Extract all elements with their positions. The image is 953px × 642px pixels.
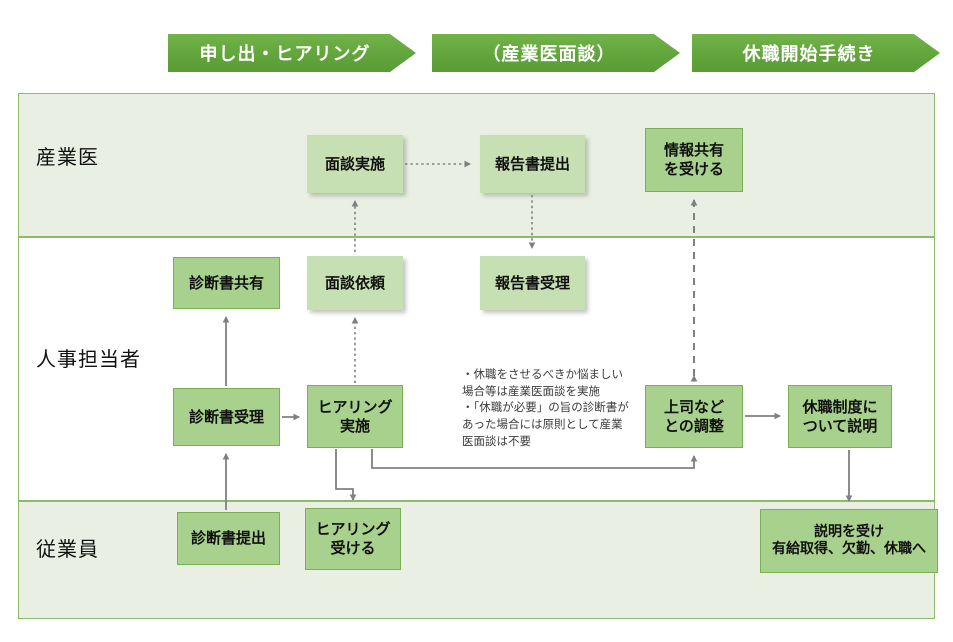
node-hearing-ukeru[interactable]: ヒアリング 受ける (305, 508, 401, 570)
node-houkokusho-teishutsu-label: 報告書提出 (494, 154, 570, 173)
note-sangyoi-mendan: ・休職をさせるべきか悩ましい場合等は産業医面談を実施 ・「休職が必要」の旨の診断… (462, 367, 629, 448)
node-shindansho-teishutsu[interactable]: 診断書提出 (177, 512, 280, 565)
node-houkokusho-teishutsu[interactable]: 報告書提出 (480, 135, 585, 193)
node-houkokusho-juri[interactable]: 報告書受理 (480, 256, 585, 310)
node-kyuushoku-setsumei[interactable]: 休職制度に ついて説明 (788, 385, 892, 448)
node-jouhou-kyouyuu[interactable]: 情報共有 を受ける (645, 128, 743, 192)
phase-2[interactable]: （産業医面談） (432, 34, 680, 72)
node-houkokusho-juri-label: 報告書受理 (494, 273, 570, 292)
node-kyuushoku-setsumei-label: 休職制度に ついて説明 (802, 397, 878, 435)
node-shindansho-juri[interactable]: 診断書受理 (173, 388, 280, 446)
node-joushi-chousei-label: 上司など との調整 (663, 397, 724, 435)
node-jouhou-kyouyuu-label: 情報共有 を受ける (663, 141, 724, 178)
node-setsumei-ukeru-label: 説明を受け 有給取得、欠勤、休職へ (772, 523, 926, 558)
node-mendan-jisshi-label: 面談実施 (324, 154, 385, 173)
node-shindansho-kyouyuu-label: 診断書共有 (188, 273, 264, 292)
lane-jinji-label: 人事担当者 (36, 347, 141, 371)
lane-jugyoin-label: 従業員 (36, 537, 99, 561)
node-shindansho-teishutsu-label: 診断書提出 (190, 529, 266, 548)
node-setsumei-ukeru[interactable]: 説明を受け 有給取得、欠勤、休職へ (760, 509, 938, 573)
node-hearing-jisshi[interactable]: ヒアリング 実施 (307, 385, 403, 448)
node-shindansho-juri-label: 診断書受理 (188, 407, 264, 426)
lane-sangyoi (18, 93, 935, 237)
phase-3[interactable]: 休職開始手続き (692, 34, 940, 72)
node-mendan-irai-label: 面談依頼 (324, 273, 385, 292)
node-mendan-irai[interactable]: 面談依頼 (307, 256, 403, 310)
node-mendan-jisshi[interactable]: 面談実施 (307, 135, 403, 193)
node-joushi-chousei[interactable]: 上司など との調整 (645, 385, 743, 448)
node-hearing-ukeru-label: ヒアリング 受ける (315, 520, 391, 557)
node-shindansho-kyouyuu[interactable]: 診断書共有 (173, 257, 280, 309)
lane-sangyoi-label: 産業医 (36, 145, 99, 169)
node-hearing-jisshi-label: ヒアリング 実施 (317, 397, 393, 435)
phase-1[interactable]: 申し出・ヒアリング (168, 34, 416, 72)
